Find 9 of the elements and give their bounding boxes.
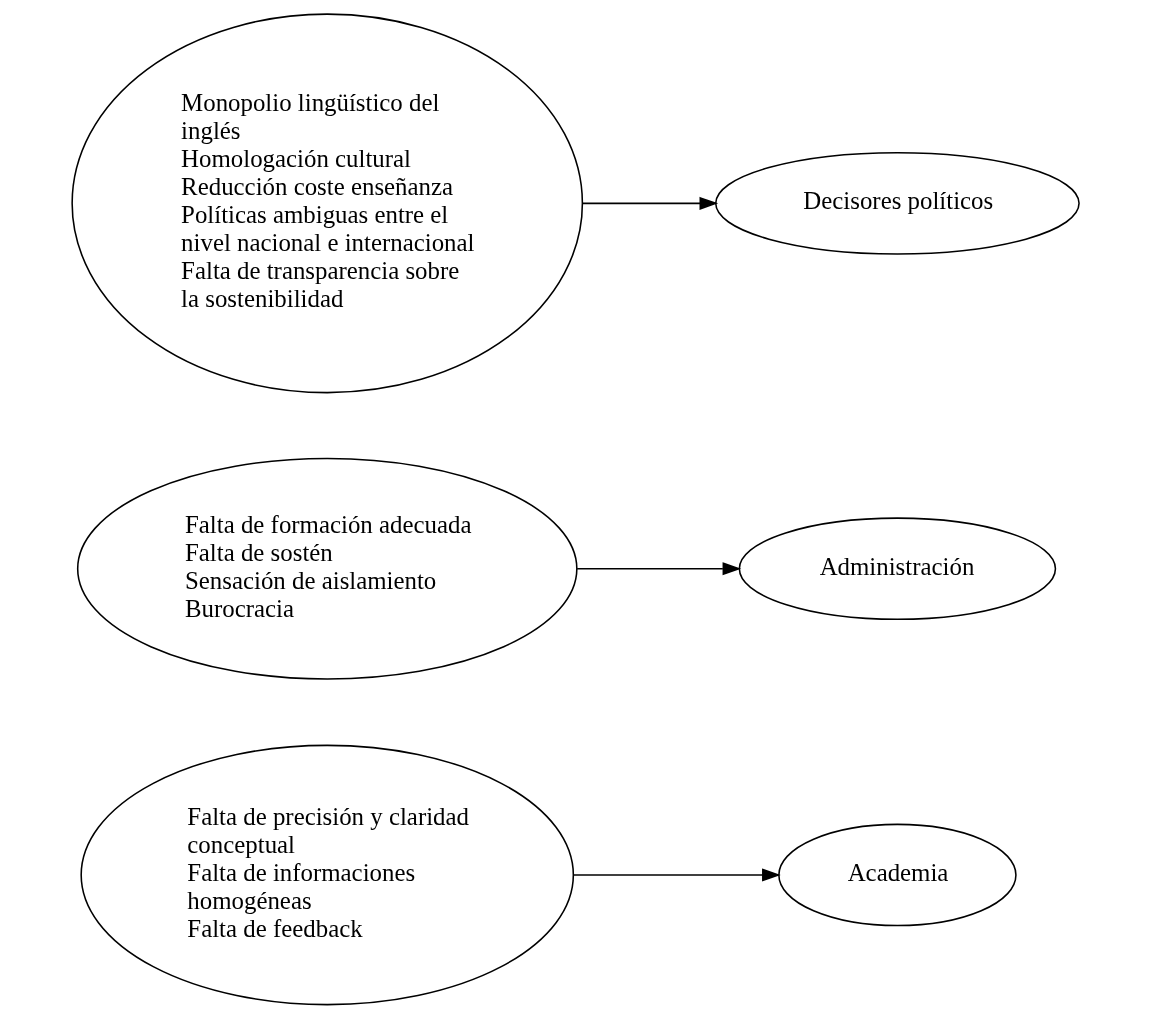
node-ellipse: Falta de formación adecuada Falta de sostén Sensación de aislamiento Burocracia — [76, 457, 578, 680]
node-ellipse: Academia — [778, 823, 1017, 927]
node-ellipse: Administración — [738, 517, 1057, 621]
node-ellipse: Monopolio lingüístico del inglés Homologación cultural Reducción coste enseñanza Políticas ambiguas entre el nivel nacional e internacional Falta de transparencia sobre la sostenibilidad — [71, 13, 584, 394]
node-ellipse: Falta de precisión y claridad conceptual Falta de informaciones homogéneas Falta de feedback — [80, 744, 575, 1006]
arrow — [581, 196, 719, 210]
arrow — [573, 868, 781, 882]
arrow — [576, 562, 742, 576]
node-ellipse: Decisores políticos — [714, 152, 1080, 255]
